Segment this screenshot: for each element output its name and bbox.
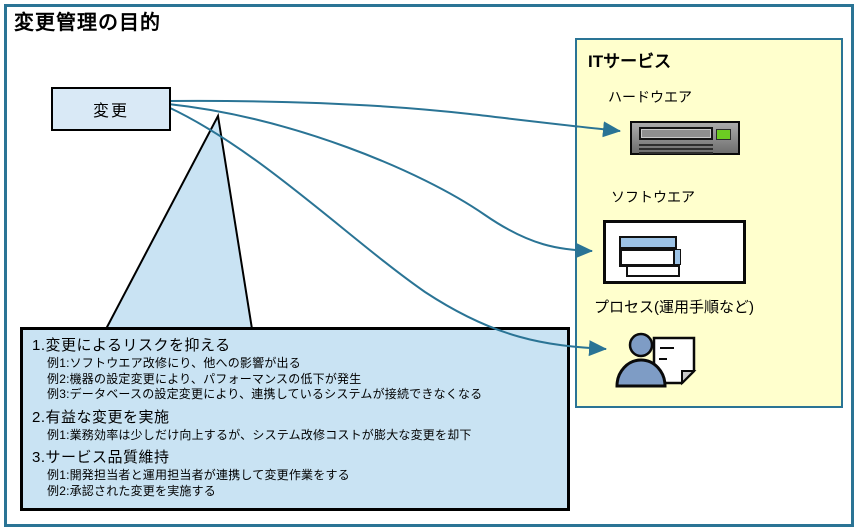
software-label: ソフトウエア (611, 189, 695, 205)
server-vent-line (639, 152, 713, 154)
app-windows-icon (603, 220, 746, 284)
purpose-example: 例3:データベースの設定変更により、連携しているシステムが接続できなくなる (47, 387, 483, 401)
document-icon (652, 336, 697, 386)
server-vent-line (639, 144, 713, 146)
person-icon (615, 332, 667, 388)
person-document-icon (615, 332, 697, 388)
server-green-light (716, 129, 731, 140)
purpose-section-heading: 2.有益な変更を実施 (32, 408, 170, 426)
purpose-section-1: 1.変更によるリスクを抑える 例1:ソフトウエア改修にり、他への影響が出る 例2… (32, 335, 559, 403)
server-drive-slot (639, 127, 713, 140)
hardware-label: ハードウエア (608, 89, 692, 105)
it-service-panel: ITサービス ハードウエア ソフトウエア プロセス(運用手順など) (575, 38, 843, 408)
purpose-example: 例2:承認された変更を実施する (47, 483, 217, 498)
connector-change-to-process (167, 106, 607, 357)
purpose-section-heading: 3.サービス品質維持 (32, 449, 170, 466)
app-window-bottom (626, 265, 680, 277)
purpose-section-heading: 1.変更によるリスクを抑える (32, 337, 231, 354)
purpose-example: 例1:開発担当者と運用担当者が連携して変更作業をする (47, 468, 350, 482)
purpose-callout-box: 1.変更によるリスクを抑える 例1:ソフトウエア改修にり、他への影響が出る 例2… (20, 327, 570, 511)
purpose-example: 例1:業務効率は少しだけ向上するが、システム改修コストが膨大な変更を却下 (47, 427, 472, 442)
it-service-panel-title: ITサービス (588, 52, 672, 71)
connector-change-to-software (167, 103, 593, 259)
app-window-front (620, 249, 675, 266)
purpose-section-3: 3.サービス品質維持 例1:開発担当者と運用担当者が連携して変更作業をする 例2… (32, 447, 559, 499)
callout-triangle (104, 112, 254, 330)
purpose-section-2: 2.有益な変更を実施 例1:業務効率は少しだけ向上するが、システム改修コストが膨… (32, 407, 559, 444)
page-title: 変更管理の目的 (14, 12, 161, 34)
process-label: プロセス(運用手順など) (594, 299, 754, 316)
server-vent-line (639, 148, 713, 150)
server-icon (630, 121, 740, 155)
purpose-example: 例2:機器の設定変更により、パフォーマンスの低下が発生 (47, 371, 362, 386)
change-box: 変更 (51, 87, 171, 131)
app-window-titlebar (621, 238, 675, 249)
connector-change-to-hardware (167, 99, 621, 138)
purpose-example: 例1:ソフトウエア改修にり、他への影響が出る (47, 356, 301, 370)
